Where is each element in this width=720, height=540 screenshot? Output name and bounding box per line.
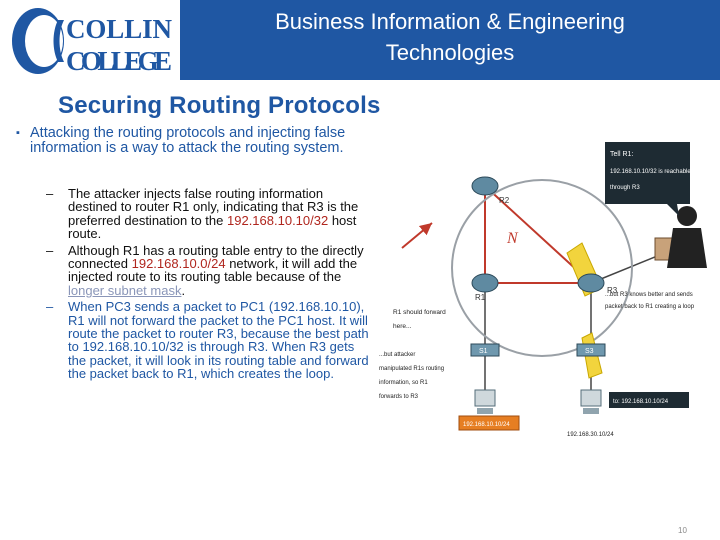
attacker-line2: manipulated R1s routing <box>379 366 444 372</box>
r3-loop-note: ...but R3 knows better and sends packet … <box>605 292 695 310</box>
sub-bullet-1-text: The attacker injects false routing infor… <box>68 186 359 228</box>
routing-loop-diagram: N R2 R1 R3 S1 S3 <box>377 128 720 448</box>
dash-bullet-icon: – <box>46 186 54 201</box>
switch-s1: S1 <box>470 343 500 357</box>
pc3-destination-label: to: 192.168.10.10/24 <box>613 399 669 405</box>
switch-s1-label: S1 <box>479 348 488 355</box>
router-r1: R1 <box>471 273 499 302</box>
svg-text:COLLIN: COLLIN <box>66 14 173 44</box>
attacker-note: ...but attacker manipulated R1s routing … <box>379 352 444 400</box>
sub-bullet-list: – The attacker injects false routing inf… <box>46 186 372 384</box>
r1-forward-note: R1 should forward here... <box>393 309 446 330</box>
collin-college-logo: COLLIN COLLEGE <box>6 4 174 78</box>
switch-s3-label: S3 <box>585 348 594 355</box>
router-r3: R3 <box>577 273 618 295</box>
router-r2: R2 <box>471 176 510 205</box>
pc3 <box>580 389 602 414</box>
sub-bullet-3: – When PC3 sends a packet to PC1 (192.16… <box>46 299 372 382</box>
sub-bullet-1-tail: host route. <box>68 212 357 242</box>
header-title-line2: Technologies <box>385 40 515 65</box>
pc1 <box>474 389 496 414</box>
sub-bullet-2-tail: . <box>181 282 186 298</box>
r3-note-line2: packet back to R1 creating a loop <box>605 304 695 310</box>
square-bullet-icon: ▪ <box>16 127 20 139</box>
tell-line1: 192.168.10.10/32 is reachable <box>610 169 691 175</box>
red-arrow-icon <box>401 222 433 249</box>
attacker-figure <box>654 206 707 268</box>
sub-bullet-2: – Although R1 has a routing table entry … <box>46 242 372 298</box>
page-number: 10 <box>678 526 687 535</box>
router-r3-label: R3 <box>607 286 618 295</box>
slide-title: Securing Routing Protocols <box>58 92 381 119</box>
r3-note-line1: ...but R3 knows better and sends <box>605 292 693 298</box>
sub-bullet-2-mid: network, it will add the injected route … <box>68 256 358 285</box>
header-title: Business Information & Engineering Techn… <box>180 6 720 68</box>
sub-bullet-3-text: When PC3 sends a packet to PC1 (192.168.… <box>68 299 369 382</box>
pc1-ip-label: 192.168.10.10/24 <box>463 422 510 428</box>
main-bullet: ▪ Attacking the routing protocols and in… <box>16 125 375 156</box>
switch-s3: S3 <box>576 343 606 357</box>
pc3-ip-label: 192.168.30.10/24 <box>567 432 614 438</box>
sub-bullet-2-ip: 192.168.10.0/24 <box>131 256 226 272</box>
header: COLLIN COLLEGE Business Information & En… <box>0 0 720 80</box>
attacker-line1: ...but attacker <box>379 352 415 358</box>
tell-title: Tell R1: <box>610 151 633 158</box>
attacker-line4: forwards to R3 <box>379 394 419 400</box>
tell-line2: through R3 <box>610 185 640 191</box>
dash-bullet-icon: – <box>46 299 54 315</box>
svg-text:COLLEGE: COLLEGE <box>66 46 172 76</box>
r1-note-line2: here... <box>393 323 412 330</box>
router-r1-label: R1 <box>475 293 486 302</box>
sub-bullet-2-text: Although R1 has a routing table entry to… <box>68 242 364 272</box>
header-bar <box>180 0 720 80</box>
tell-r1-callout: Tell R1: 192.168.10.10/32 is reachable t… <box>605 142 691 216</box>
header-title-line1: Business Information & Engineering <box>275 9 625 34</box>
dash-bullet-icon: – <box>46 242 54 258</box>
lightning-icon: N <box>506 230 519 247</box>
r1-note-line1: R1 should forward <box>393 309 446 316</box>
longer-subnet-mask-link[interactable]: longer subnet mask <box>68 282 182 298</box>
pc1-ip-box: 192.168.10.10/24 <box>458 415 520 431</box>
main-bullet-text: Attacking the routing protocols and inje… <box>30 125 346 156</box>
sub-bullet-1: – The attacker injects false routing inf… <box>46 186 372 242</box>
router-r2-label: R2 <box>499 196 510 205</box>
attacker-line3: information, so R1 <box>379 380 428 386</box>
sub-bullet-1-ip: 192.168.10.10/32 <box>227 212 329 228</box>
loop-path <box>451 179 633 357</box>
pc3-destination-box: to: 192.168.10.10/24 <box>609 392 689 408</box>
